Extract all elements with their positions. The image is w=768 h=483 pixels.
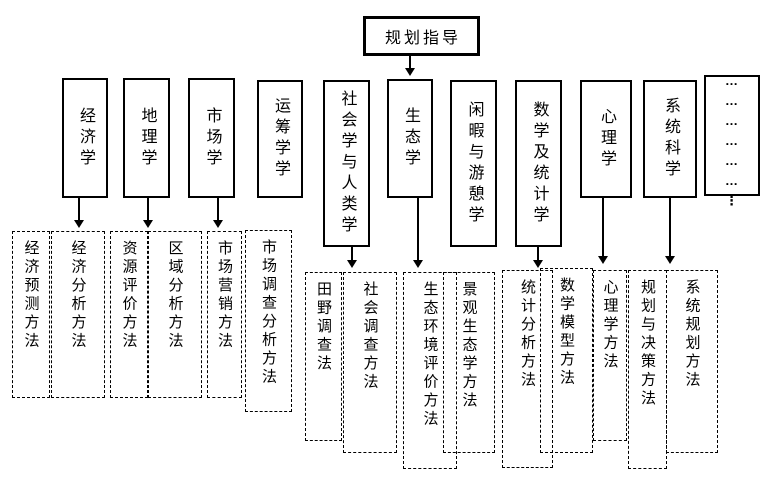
down-arrow-root xyxy=(405,56,415,76)
method-box-math-model: 数学模型方法 xyxy=(540,268,593,453)
discipline-label-leisure-recreation: 闲暇与游憩学 xyxy=(465,100,483,227)
discipline-box-economics: 经济学 xyxy=(62,78,108,198)
discipline-box-geography: 地理学 xyxy=(123,78,170,198)
ellipsis-dots: … … … … … … ⋮ xyxy=(725,73,739,208)
method-label-marketing-methods: 市场营销方法 xyxy=(216,240,233,351)
planning-guidance-box: 规划指导 xyxy=(363,16,480,56)
discipline-box-leisure-recreation: 闲暇与游憩学 xyxy=(450,80,497,247)
method-label-field-survey: 田野调查法 xyxy=(315,281,332,374)
method-box-economic-analysis: 经济分析方法 xyxy=(51,231,105,398)
discipline-box-operations-research: 运筹学学 xyxy=(257,80,303,198)
discipline-box-sociology-anthropology: 社会学与人类学 xyxy=(323,80,370,247)
method-label-market-survey-analysis: 市场调查分析方法 xyxy=(260,239,277,387)
method-label-planning-decision: 规划与决策方法 xyxy=(639,279,656,409)
method-box-landscape-ecology: 景观生态学方法 xyxy=(443,272,495,453)
method-box-marketing-methods: 市场营销方法 xyxy=(207,231,242,398)
discipline-box-psychology: 心理学 xyxy=(580,80,632,198)
down-arrow-geography xyxy=(143,198,153,228)
discipline-label-ecology: 生态学 xyxy=(402,107,419,170)
method-label-system-planning: 系统规划方法 xyxy=(683,279,701,390)
method-label-economic-analysis: 经济分析方法 xyxy=(69,240,87,351)
discipline-label-marketing: 市场学 xyxy=(203,106,221,170)
method-label-math-model: 数学模型方法 xyxy=(558,277,575,388)
discipline-label-sociology-anthropology: 社会学与人类学 xyxy=(338,90,356,237)
down-arrow-psychology xyxy=(598,198,608,264)
method-box-statistical-analysis: 统计分析方法 xyxy=(502,270,553,468)
discipline-box-math-statistics: 数学及统计学 xyxy=(515,80,562,247)
method-label-eco-environment-evaluation: 生态环境评价方法 xyxy=(421,281,439,429)
down-arrow-ecology xyxy=(413,198,423,268)
method-label-economic-forecasting: 经济预测方法 xyxy=(22,240,40,351)
method-box-psychology-methods: 心理学方法 xyxy=(593,270,627,441)
discipline-box-ellipsis: … … … … … … ⋮ xyxy=(704,74,760,207)
method-label-statistical-analysis: 统计分析方法 xyxy=(519,279,536,390)
discipline-box-ecology: 生态学 xyxy=(387,79,433,198)
method-box-social-survey: 社会调查方法 xyxy=(343,272,397,453)
method-box-economic-forecasting: 经济预测方法 xyxy=(12,231,50,398)
down-arrow-marketing xyxy=(213,198,223,228)
discipline-label-geography: 地理学 xyxy=(138,106,156,170)
method-box-regional-analysis: 区域分析方法 xyxy=(148,231,202,398)
down-arrow-economics xyxy=(74,198,84,228)
discipline-label-operations-research: 运筹学学 xyxy=(272,97,289,181)
down-arrow-math-statistics xyxy=(533,247,543,268)
method-box-field-survey: 田野调查法 xyxy=(305,272,342,441)
method-box-system-planning: 系统规划方法 xyxy=(666,270,718,453)
discipline-box-systems-science: 系统科学 xyxy=(643,80,697,198)
method-box-planning-decision: 规划与决策方法 xyxy=(628,270,667,469)
method-box-market-survey-analysis: 市场调查分析方法 xyxy=(245,230,292,412)
method-box-eco-environment-evaluation: 生态环境评价方法 xyxy=(403,272,457,469)
method-label-regional-analysis: 区域分析方法 xyxy=(166,240,184,351)
method-label-resource-evaluation: 资源评价方法 xyxy=(120,240,138,351)
method-label-psychology-methods: 心理学方法 xyxy=(601,279,619,372)
planning-guidance-label: 规划指导 xyxy=(384,30,461,47)
discipline-box-marketing: 市场学 xyxy=(188,78,235,198)
discipline-label-economics: 经济学 xyxy=(77,106,94,170)
down-arrow-sociology xyxy=(347,247,357,268)
method-label-landscape-ecology: 景观生态学方法 xyxy=(460,281,478,411)
discipline-label-math-statistics: 数学及统计学 xyxy=(530,100,548,227)
down-arrow-systems-science xyxy=(665,198,675,264)
discipline-label-systems-science: 系统科学 xyxy=(662,97,679,181)
method-box-resource-evaluation: 资源评价方法 xyxy=(110,231,148,398)
method-label-social-survey: 社会调查方法 xyxy=(361,281,379,392)
discipline-label-psychology: 心理学 xyxy=(598,107,615,171)
